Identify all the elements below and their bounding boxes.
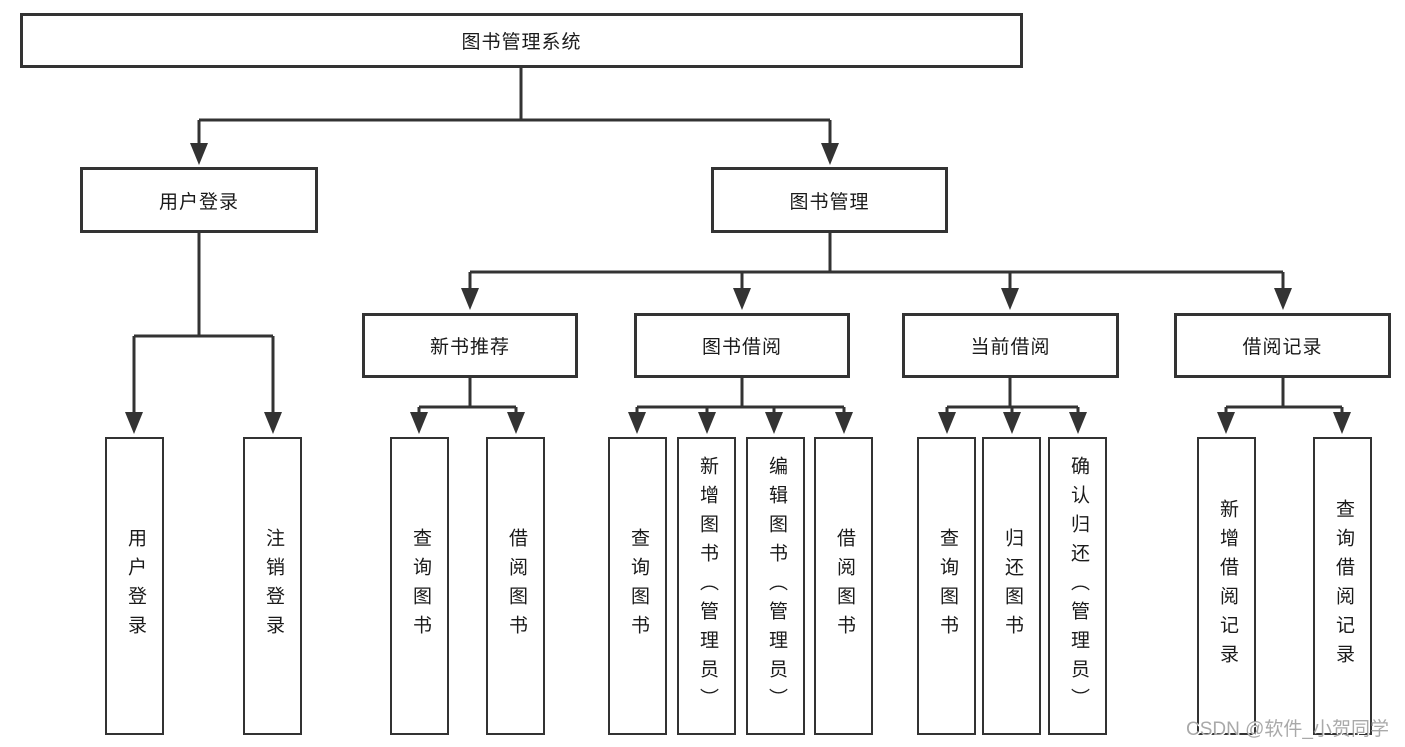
connector-borrow-to-leaves bbox=[628, 378, 853, 434]
leaf-current-query-books: 查询图书 bbox=[917, 437, 976, 735]
node-book-management-label: 图书管理 bbox=[789, 191, 870, 213]
connector-login-to-leaves bbox=[125, 233, 282, 434]
leaf-borrow-query-books-label: 查询图书 bbox=[627, 528, 649, 644]
connector-current-to-leaves bbox=[938, 378, 1087, 434]
leaf-newbook-query-books-label: 查询图书 bbox=[409, 528, 431, 644]
leaf-logout: 注销登录 bbox=[243, 437, 302, 735]
leaf-records-add-record-label: 新增借阅记录 bbox=[1216, 499, 1238, 673]
leaf-borrow-query-books: 查询图书 bbox=[608, 437, 667, 735]
leaf-logout-label: 注销登录 bbox=[262, 528, 284, 644]
node-book-management: 图书管理 bbox=[711, 167, 948, 233]
node-current-borrow-label: 当前借阅 bbox=[970, 337, 1051, 358]
node-new-book-recommend-label: 新书推荐 bbox=[429, 337, 510, 358]
node-root-label: 图书管理系统 bbox=[461, 32, 582, 53]
leaf-newbook-borrow-books: 借阅图书 bbox=[486, 437, 545, 735]
node-root-library-management-system: 图书管理系统 bbox=[20, 13, 1023, 68]
leaf-borrow-edit-books-admin: 编辑图书（管理员） bbox=[746, 437, 805, 735]
leaf-records-add-record: 新增借阅记录 bbox=[1197, 437, 1256, 735]
node-borrow-records-label: 借阅记录 bbox=[1242, 337, 1323, 358]
leaf-newbook-query-books: 查询图书 bbox=[390, 437, 449, 735]
connector-mgmt-to-level3 bbox=[461, 233, 1292, 310]
leaf-newbook-borrow-books-label: 借阅图书 bbox=[505, 528, 527, 644]
leaf-current-confirm-return-admin-label: 确认归还（管理员） bbox=[1067, 455, 1089, 717]
node-new-book-recommend: 新书推荐 bbox=[362, 313, 578, 378]
node-book-borrow-label: 图书借阅 bbox=[701, 337, 782, 358]
node-user-login: 用户登录 bbox=[80, 167, 318, 233]
leaf-borrow-borrow-books: 借阅图书 bbox=[814, 437, 873, 735]
leaf-current-return-books: 归还图书 bbox=[982, 437, 1041, 735]
leaf-borrow-add-books-admin-label: 新增图书（管理员） bbox=[696, 455, 718, 717]
connector-records-to-leaves bbox=[1217, 378, 1351, 434]
node-borrow-records: 借阅记录 bbox=[1174, 313, 1391, 378]
node-book-borrow: 图书借阅 bbox=[634, 313, 850, 378]
connector-newbook-to-leaves bbox=[410, 378, 525, 434]
leaf-records-query-record: 查询借阅记录 bbox=[1313, 437, 1372, 735]
leaf-borrow-borrow-books-label: 借阅图书 bbox=[833, 528, 855, 644]
leaf-current-query-books-label: 查询图书 bbox=[936, 528, 958, 644]
connector-root-to-level2 bbox=[190, 65, 839, 165]
leaf-records-query-record-label: 查询借阅记录 bbox=[1332, 499, 1354, 673]
leaf-current-return-books-label: 归还图书 bbox=[1001, 528, 1023, 644]
leaf-current-confirm-return-admin: 确认归还（管理员） bbox=[1048, 437, 1107, 735]
leaf-borrow-add-books-admin: 新增图书（管理员） bbox=[677, 437, 736, 735]
node-current-borrow: 当前借阅 bbox=[902, 313, 1119, 378]
leaf-user-login: 用户登录 bbox=[105, 437, 164, 735]
csdn-watermark: CSDN @软件_小贺同学 bbox=[1186, 719, 1389, 740]
node-user-login-label: 用户登录 bbox=[158, 191, 239, 213]
leaf-user-login-label: 用户登录 bbox=[124, 528, 146, 644]
leaf-borrow-edit-books-admin-label: 编辑图书（管理员） bbox=[765, 455, 787, 717]
